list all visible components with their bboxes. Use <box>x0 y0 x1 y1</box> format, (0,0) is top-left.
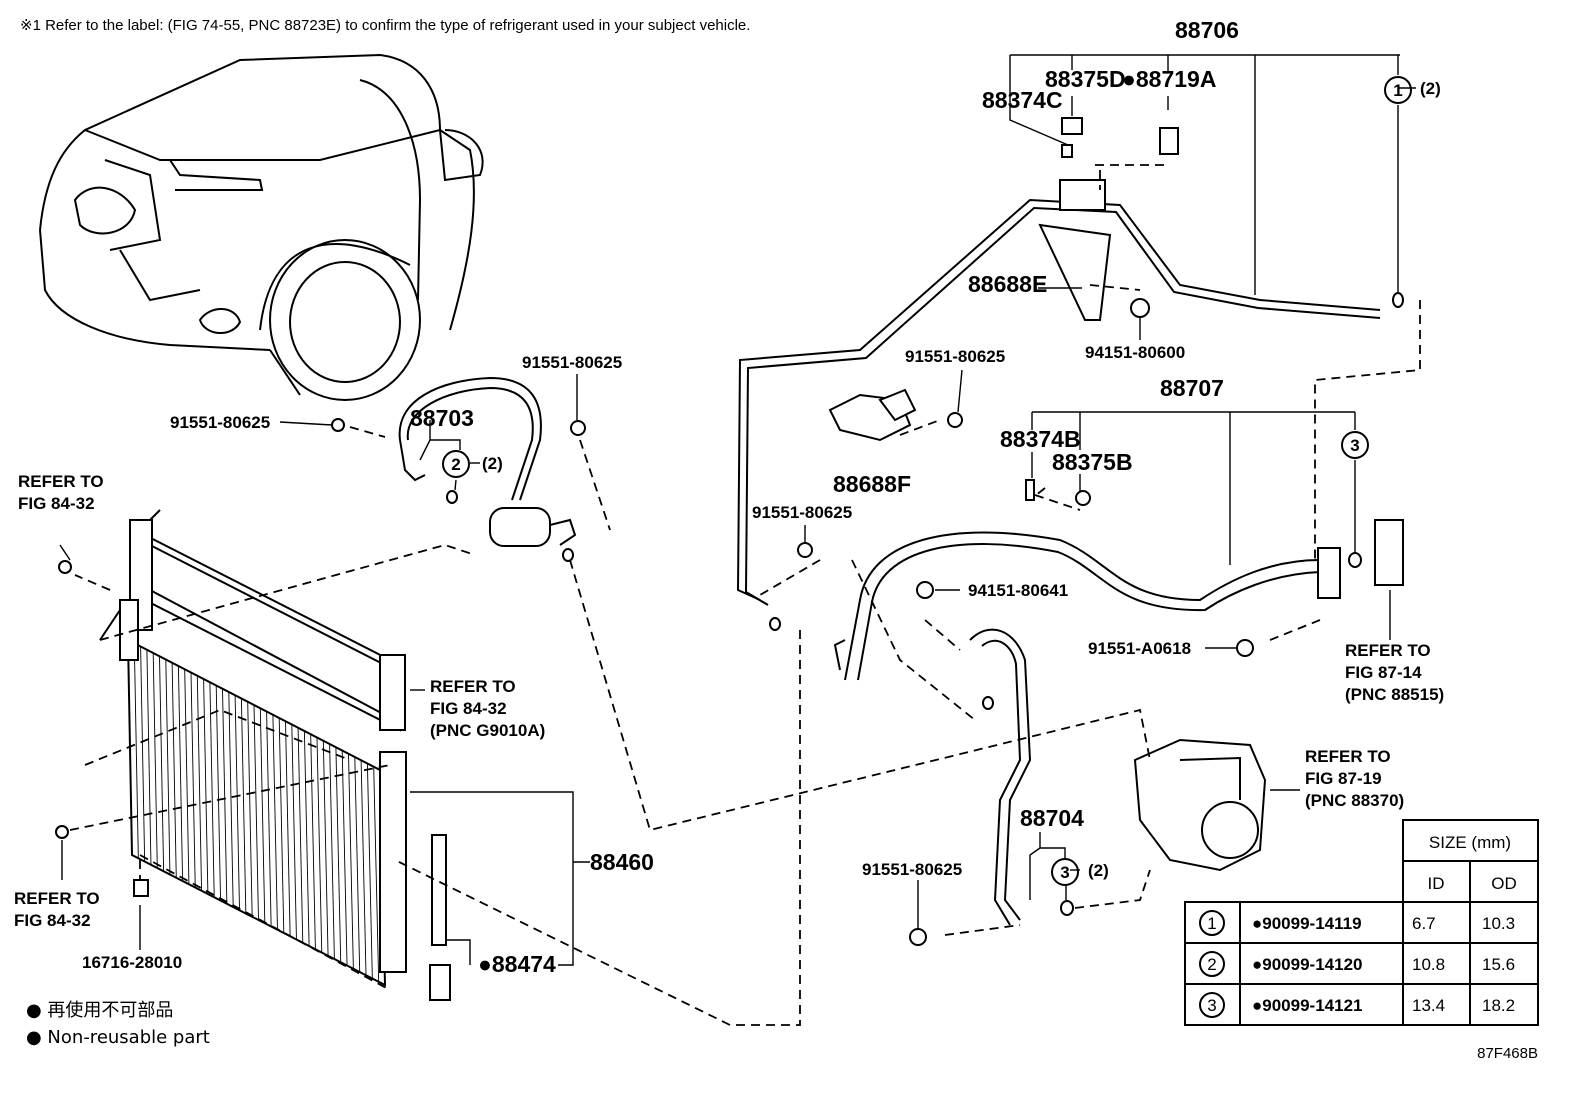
ring-3-qty: (2) <box>1088 861 1109 880</box>
label-88688F: 88688F <box>833 471 911 497</box>
label-88707: 88707 <box>1160 375 1224 401</box>
label-88706: 88706 <box>1175 17 1239 43</box>
size-table-col-od: OD <box>1491 874 1517 893</box>
ring-3-circle-suction <box>1341 431 1369 459</box>
row-part: ●90099-14120 <box>1252 955 1362 974</box>
part-labels: 88706 88375D ●88719A 88374C 88688E 94151… <box>82 17 1239 977</box>
label-16716-28010: 16716-28010 <box>82 953 182 972</box>
row-part: ●90099-14119 <box>1252 914 1362 933</box>
refer-fig84-32-radiator: REFER TO FIG 84-32 (PNC G9010A) <box>430 677 545 740</box>
row-od: 10.3 <box>1482 914 1515 933</box>
row-part: ●90099-14121 <box>1252 996 1362 1015</box>
ring-3-circle-discharge <box>1051 858 1079 886</box>
label-88719A: ●88719A <box>1122 66 1216 92</box>
o-ring-callouts: 1 (2) 2 (2) 3 3 (2) <box>442 76 1441 886</box>
label-88375D: 88375D <box>1045 66 1126 92</box>
o-ring-size-table: SIZE (mm) ID OD 1 ●90099-14119 6.7 10.3 … <box>1184 819 1539 1026</box>
row-id: 6.7 <box>1412 914 1436 933</box>
ring-2-number: 2 <box>451 455 460 474</box>
ring-1-qty: (2) <box>1420 79 1441 98</box>
fasteners <box>55 292 1404 946</box>
legend-japanese: ● 再使用不可部品 <box>26 1000 173 1021</box>
label-88375B: 88375B <box>1052 449 1133 475</box>
size-table-row: 1 ●90099-14119 6.7 10.3 <box>1199 910 1515 936</box>
label-88703: 88703 <box>410 405 474 431</box>
refrigerant-note: ※1 Refer to the label: (FIG 74-55, PNC 8… <box>20 17 750 34</box>
row-ring: 1 <box>1207 914 1216 933</box>
row-ring: 3 <box>1207 996 1216 1015</box>
refer-fig87-14: REFER TO FIG 87-14 (PNC 88515) <box>1345 641 1444 704</box>
ring-2-qty: (2) <box>482 454 503 473</box>
row-ring: 2 <box>1207 955 1216 974</box>
size-table-col-id: ID <box>1428 874 1445 893</box>
bracket-88688F <box>828 388 917 442</box>
refer-fig84-32-bottom: REFER TO FIG 84-32 <box>14 889 104 930</box>
compressor-illustration <box>1133 738 1267 872</box>
label-88460: 88460 <box>590 849 654 875</box>
liquid-tube-88706 <box>736 117 1381 606</box>
connection-lines <box>69 164 1421 1026</box>
vehicle-front-illustration <box>39 53 484 401</box>
legend: ● 再使用不可部品 ● Non-reusable part <box>26 1000 210 1048</box>
label-91551-A0618: 91551-A0618 <box>1088 639 1191 658</box>
label-91551-80625-suction: 91551-80625 <box>752 503 852 522</box>
label-94151-80641: 94151-80641 <box>968 581 1068 600</box>
leader-lines <box>59 54 1416 966</box>
label-88374C: 88374C <box>982 87 1063 113</box>
label-88474: ●88474 <box>478 951 556 977</box>
refer-labels: REFER TO FIG 84-32 REFER TO FIG 84-32 RE… <box>14 472 1444 930</box>
row-od: 18.2 <box>1482 996 1515 1015</box>
label-88374B: 88374B <box>1000 426 1081 452</box>
row-id: 13.4 <box>1412 996 1445 1015</box>
row-od: 15.6 <box>1482 955 1515 974</box>
suction-hose-88707 <box>833 519 1404 681</box>
size-table-header: SIZE (mm) <box>1429 833 1511 852</box>
ring-1-circle <box>1384 76 1412 104</box>
refer-fig84-32-top: REFER TO FIG 84-32 <box>18 472 108 513</box>
label-94151-80600: 94151-80600 <box>1085 343 1185 362</box>
ring-3-number-suction: 3 <box>1350 436 1359 455</box>
size-table-row: 2 ●90099-14120 10.8 15.6 <box>1199 951 1515 977</box>
receiver-tank-illustration <box>489 507 577 547</box>
label-91551-80625-left: 91551-80625 <box>170 413 270 432</box>
refer-fig87-19: REFER TO FIG 87-19 (PNC 88370) <box>1305 747 1404 810</box>
ring-1-number: 1 <box>1393 81 1402 100</box>
ring-2-circle <box>442 450 470 478</box>
label-88688E: 88688E <box>968 271 1047 297</box>
discharge-hose-88703 <box>398 376 542 501</box>
label-91551-80625-receiver: 91551-80625 <box>522 353 622 372</box>
discharge-hose-88704 <box>969 628 1032 926</box>
size-table-row: 3 ●90099-14121 13.4 18.2 <box>1199 992 1515 1018</box>
label-91551-80625-bottom: 91551-80625 <box>862 860 962 879</box>
row-id: 10.8 <box>1412 955 1445 974</box>
condenser-illustration <box>99 599 451 1001</box>
legend-non-reusable: ● Non-reusable part <box>26 1027 210 1048</box>
label-91551-80625-mid: 91551-80625 <box>905 347 1005 366</box>
ring-3-number-discharge: 3 <box>1060 863 1069 882</box>
diagram-code: 87F468B <box>1477 1045 1538 1062</box>
label-88704: 88704 <box>1020 805 1084 831</box>
